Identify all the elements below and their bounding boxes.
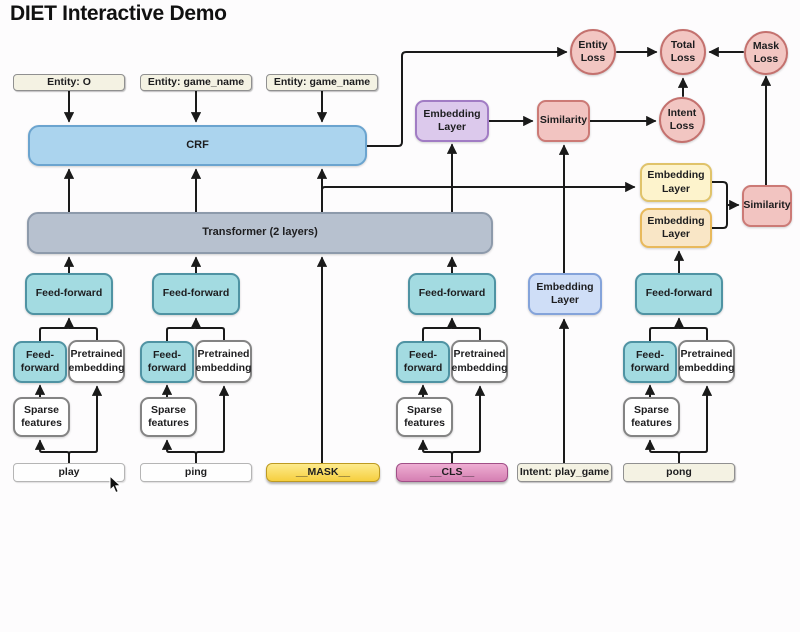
crf-node: CRF (28, 125, 367, 166)
sparse-features-play: Sparse features (13, 397, 70, 437)
transformer-node: Transformer (2 layers) (27, 212, 493, 254)
feed-forward-play: Feed-forward (25, 273, 113, 315)
pretrained-embedding-cls: Pretrained embedding (451, 340, 508, 383)
total-loss-node: Total Loss (660, 29, 706, 75)
token-pong[interactable]: pong (623, 463, 735, 482)
feed-forward-sparse-cls: Feed-forward (396, 341, 450, 383)
mask-similarity-node: Similarity (742, 185, 792, 227)
token-play[interactable]: play (13, 463, 125, 482)
feed-forward-sparse-pong: Feed-forward (623, 341, 677, 383)
intent-similarity-node: Similarity (537, 100, 590, 142)
token-intent-play-game[interactable]: Intent: play_game (517, 463, 612, 482)
pretrained-embedding-ping: Pretrained embedding (195, 340, 252, 383)
cls-embedding-layer: Embedding Layer (415, 100, 489, 142)
entity-label-game-name-1: Entity: game_name (140, 74, 252, 91)
token-mask[interactable]: __MASK__ (266, 463, 380, 482)
mask-output-embedding-layer: Embedding Layer (640, 163, 712, 202)
sparse-features-cls: Sparse features (396, 397, 453, 437)
feed-forward-sparse-ping: Feed-forward (140, 341, 194, 383)
entity-label-game-name-2: Entity: game_name (266, 74, 378, 91)
feed-forward-cls: Feed-forward (408, 273, 496, 315)
pretrained-embedding-play: Pretrained embedding (68, 340, 125, 383)
intent-embedding-layer: Embedding Layer (528, 273, 602, 315)
feed-forward-sparse-play: Feed-forward (13, 341, 67, 383)
token-cls[interactable]: __CLS__ (396, 463, 508, 482)
sparse-features-ping: Sparse features (140, 397, 197, 437)
mask-loss-node: Mask Loss (744, 31, 788, 75)
entity-label-o: Entity: O (13, 74, 125, 91)
sparse-features-pong: Sparse features (623, 397, 680, 437)
entity-loss-node: Entity Loss (570, 29, 616, 75)
mouse-cursor-icon (109, 475, 122, 494)
intent-loss-node: Intent Loss (659, 97, 705, 143)
page-title: DIET Interactive Demo (10, 2, 227, 25)
pong-embedding-layer: Embedding Layer (640, 208, 712, 248)
feed-forward-pong: Feed-forward (635, 273, 723, 315)
pretrained-embedding-pong: Pretrained embedding (678, 340, 735, 383)
feed-forward-ping: Feed-forward (152, 273, 240, 315)
token-ping[interactable]: ping (140, 463, 252, 482)
